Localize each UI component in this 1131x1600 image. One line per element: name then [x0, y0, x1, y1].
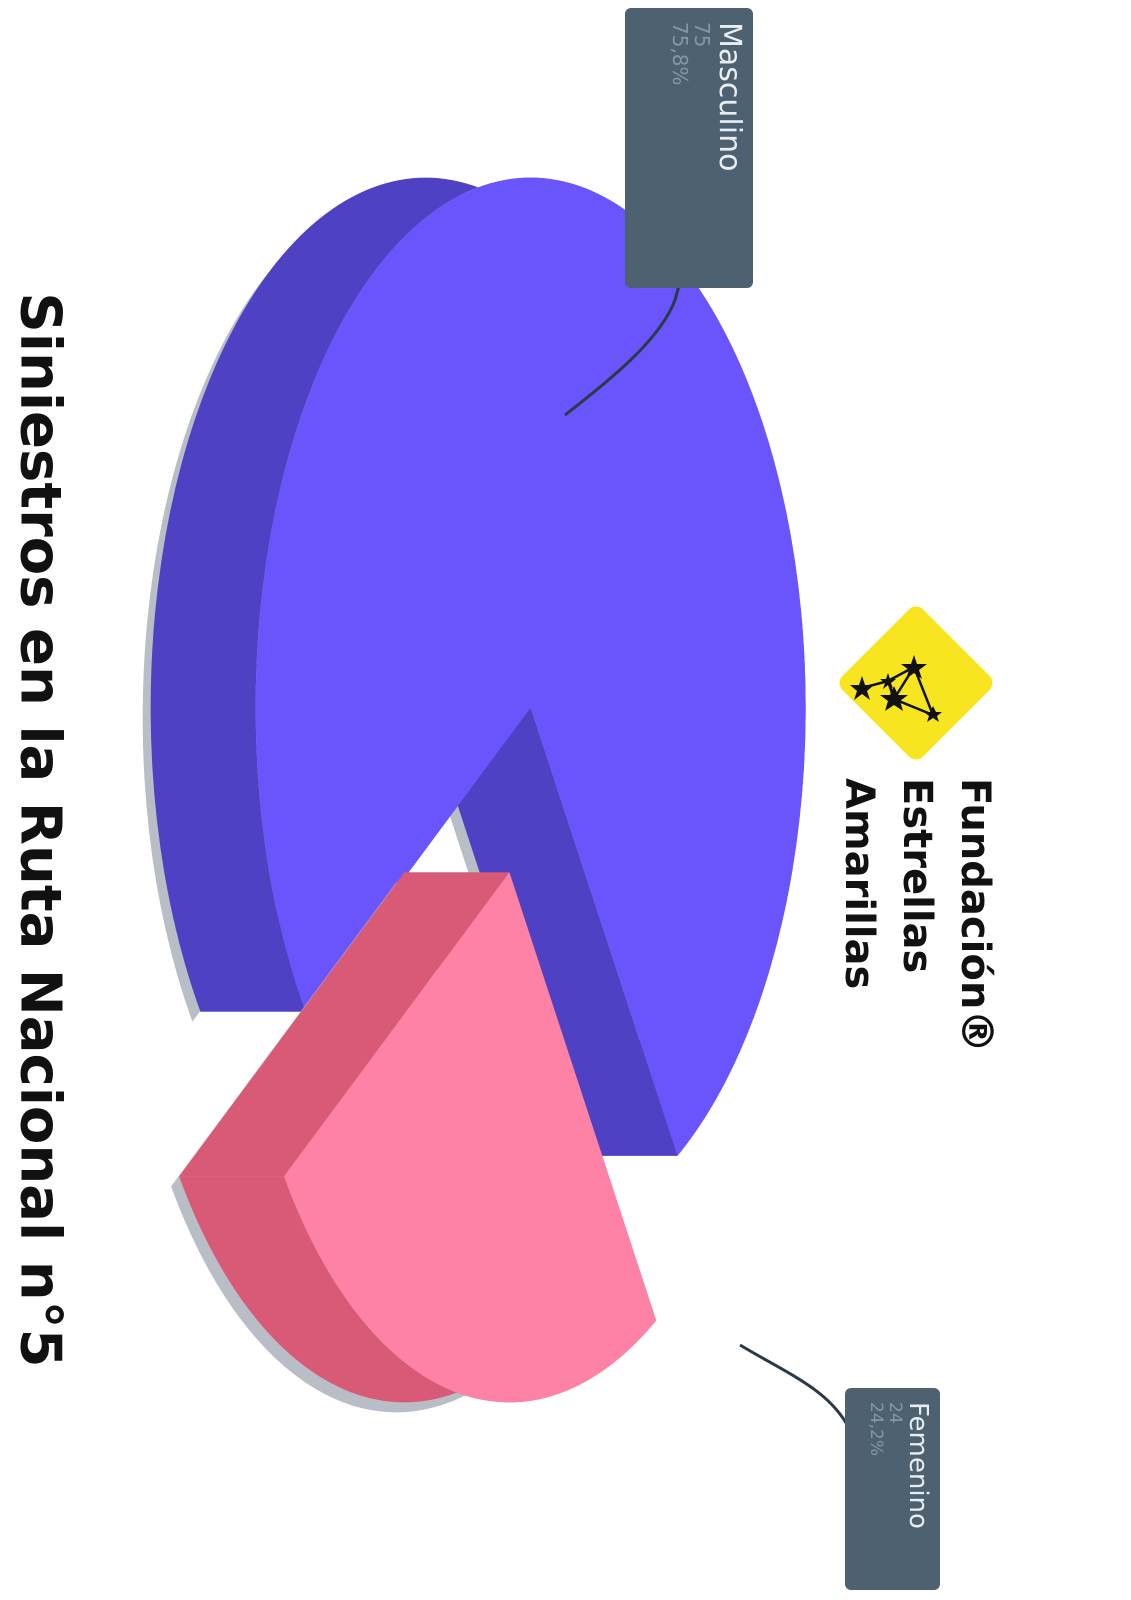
tooltip-femenino-name: Femenino: [903, 1402, 933, 1529]
tooltip-masculino: Masculino 75 75,8%: [625, 8, 753, 288]
brand-line-3: Amarillas: [836, 778, 882, 990]
tooltip-masculino-name: Masculino: [712, 22, 747, 172]
brand-line-2: Estrellas: [894, 778, 940, 974]
tooltip-masculino-percent: 75,8%: [668, 22, 692, 86]
slice-masculino-cut-face-end: [425, 707, 678, 1156]
star-constellation-icon: [850, 655, 942, 722]
tooltip-femenino: Femenino 24 24,2%: [845, 1388, 940, 1590]
slice-femenino-cut-face-end: [179, 872, 510, 1177]
brand-line-1: Fundación: [952, 778, 998, 1010]
tooltip-masculino-value: 75: [690, 22, 714, 48]
pie-slice-femenino[interactable]: [284, 872, 657, 1403]
tooltip-femenino-percent: 24,2%: [866, 1402, 886, 1457]
pie-slice-masculino[interactable]: [255, 177, 806, 1156]
brand-logo: Fundación® Estrellas Amarillas: [830, 602, 1005, 1090]
registered-mark: ®: [951, 1009, 1002, 1054]
tooltip-femenino-value: 24: [885, 1402, 905, 1424]
brand-text: Fundación® Estrellas Amarillas: [830, 778, 1005, 1090]
chart-title: Siniestros en la Ruta Nacional n°5: [7, 292, 73, 1368]
